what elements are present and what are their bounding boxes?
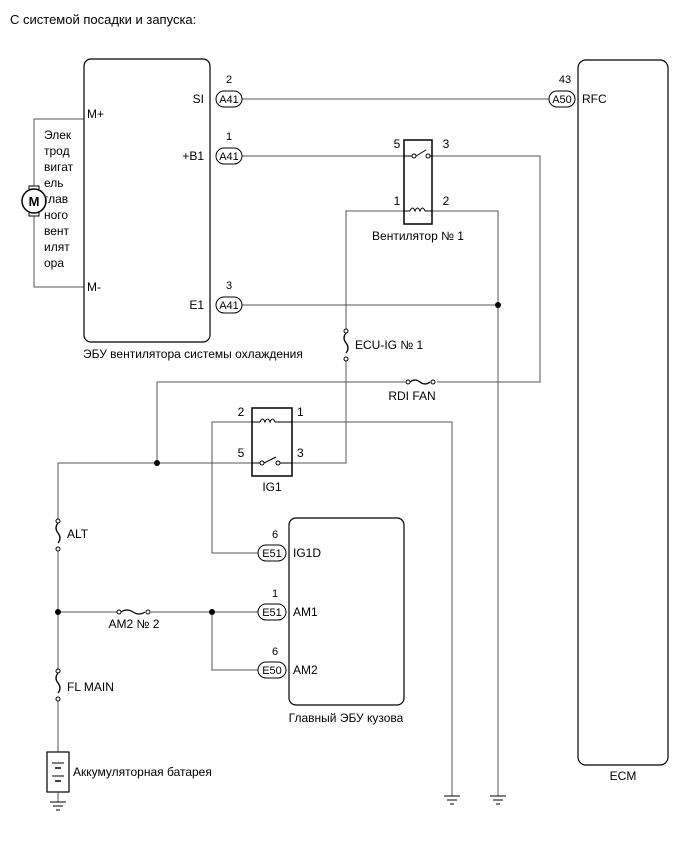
body-ecu-pin-am2: AM2 (293, 663, 318, 677)
connector-e50-am2: E50 6 (257, 646, 287, 679)
svg-text:43: 43 (559, 74, 571, 86)
svg-text:A41: A41 (219, 151, 239, 163)
connector-a50: A50 43 (548, 74, 576, 108)
ig1-relay-pin-3: 3 (297, 446, 304, 460)
svg-text:2: 2 (226, 74, 232, 86)
svg-text:E51: E51 (262, 607, 282, 619)
body-ecu-pin-am1: AM1 (293, 605, 318, 619)
main-body-ecu-box (288, 517, 405, 706)
fuse-fl-main-symbol (55, 668, 61, 702)
fuse-am2-symbol (116, 609, 151, 615)
motor-label: Элек трод вигат ель глав ного вент илят … (44, 128, 74, 270)
svg-text:1: 1 (226, 131, 232, 143)
svg-text:6: 6 (272, 646, 278, 658)
fan-ecu-pin-e1: E1 (189, 298, 204, 312)
fuse-alt-symbol (55, 518, 61, 552)
main-body-ecu-caption: Главный ЭБУ кузова (289, 711, 404, 725)
fan-ecu-pin-m-plus: M+ (87, 107, 104, 121)
svg-text:A50: A50 (552, 94, 572, 106)
svg-text:илят: илят (44, 240, 70, 254)
fan-relay-label: Вентилятор № 1 (372, 229, 464, 243)
svg-text:глав: глав (44, 192, 68, 206)
connector-a41-b1: A41 1 (215, 131, 243, 165)
ig1-relay-pin-1: 1 (297, 405, 304, 419)
fan-relay-pin-2: 2 (443, 194, 450, 208)
svg-text:1: 1 (272, 588, 278, 600)
svg-text:трод: трод (44, 144, 70, 158)
fan-ecu-pin-m-minus: M- (87, 280, 101, 294)
svg-text:ного: ного (44, 208, 68, 222)
ground-battery-icon (50, 801, 66, 811)
fan-relay-pin-1: 1 (394, 194, 401, 208)
fuse-fl-main-label: FL MAIN (67, 680, 114, 694)
svg-text:6: 6 (272, 529, 278, 541)
fan-relay-no1 (403, 139, 433, 225)
ig1-relay-pin-5: 5 (238, 446, 245, 460)
svg-text:вигат: вигат (44, 160, 74, 174)
connector-a41-e1: A41 3 (215, 280, 243, 314)
motor-letter: M (29, 194, 40, 209)
svg-text:E51: E51 (262, 548, 282, 560)
battery-symbol (46, 751, 70, 802)
battery-label: Аккумуляторная батарея (73, 765, 212, 779)
fuse-alt-label: ALT (67, 527, 89, 541)
fuse-ecu-ig-label: ECU-IG № 1 (355, 338, 424, 352)
fuse-rdi-fan-label: RDI FAN (388, 389, 435, 403)
fan-ecu-caption: ЭБУ вентилятора системы охлаждения (83, 347, 303, 361)
ig1-relay-label: IG1 (262, 480, 282, 494)
fuse-ecu-ig-symbol (343, 328, 349, 362)
connector-e51-am1: E51 1 (257, 588, 287, 621)
svg-text:ора: ора (44, 256, 64, 270)
connector-a41-si: A41 2 (215, 74, 243, 108)
fan-ecu-pin-si: SI (193, 92, 204, 106)
junction-dots (55, 302, 501, 615)
ground-ig1-icon (444, 795, 460, 805)
cooling-fan-ecu-box (83, 58, 211, 343)
ground-fan-icon (490, 795, 506, 805)
svg-text:E50: E50 (262, 665, 282, 677)
svg-text:A41: A41 (219, 94, 239, 106)
ig1-relay-pin-2: 2 (238, 405, 245, 419)
ecm-pin-rfc: RFC (582, 92, 607, 106)
ecm-label: ECM (610, 769, 637, 783)
fan-relay-pin-3: 3 (443, 137, 450, 151)
svg-text:Элек: Элек (44, 128, 72, 142)
fan-ecu-pin-b1: +B1 (182, 149, 204, 163)
motor-symbol: M (21, 185, 47, 217)
ecm-box (577, 59, 669, 766)
svg-text:вент: вент (44, 224, 70, 238)
body-ecu-pin-ig1d: IG1D (293, 546, 321, 560)
fuse-rdi-fan-symbol (405, 379, 436, 385)
ig1-relay (251, 407, 293, 477)
svg-text:ель: ель (44, 176, 64, 190)
diagram-title: С системой посадки и запуска: (10, 12, 196, 27)
connector-e51-ig1d: E51 6 (257, 529, 287, 562)
fuse-am2-label: AM2 № 2 (109, 617, 160, 631)
svg-text:3: 3 (226, 280, 232, 292)
fan-relay-pin-5: 5 (394, 137, 401, 151)
svg-text:A41: A41 (219, 300, 239, 312)
